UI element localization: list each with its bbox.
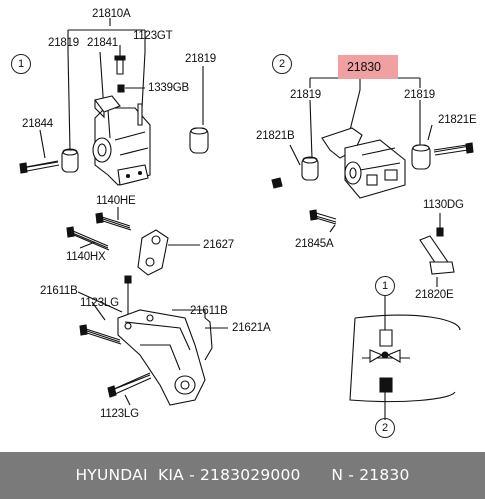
footer-part-number: 2183029000: [200, 466, 301, 484]
label-21844: 21844: [22, 118, 53, 130]
label-21821B: 21821B: [256, 130, 295, 142]
footer-bar: HYUNDAI KIA - 2183029000 N - 21830: [0, 452, 485, 499]
highlighted-part-box: [338, 55, 398, 79]
label-21830: 21830: [347, 60, 381, 74]
label-1140HE: 1140HE: [96, 195, 136, 207]
label-1123LG-bottom: 1123LG: [100, 408, 139, 420]
callout-1-inset: 1: [375, 276, 395, 296]
callout-1-top: 1: [11, 54, 31, 74]
label-21841: 21841: [87, 37, 118, 49]
label-21611B-right: 21611B: [190, 305, 228, 317]
label-21820E: 21820E: [415, 289, 454, 301]
label-21627: 21627: [203, 239, 234, 251]
label-21819-top-left: 21819: [48, 37, 79, 49]
diagram-drawing: [19, 18, 474, 420]
footer-brand: HYUNDAI KIA: [75, 466, 184, 484]
label-21810A: 21810A: [92, 8, 131, 20]
parts-diagram: 1 2 1 2 21810A 21819 21841 1123GT 21819 …: [11, 8, 477, 438]
callout-2-inset: 2: [375, 418, 395, 438]
label-1140HX: 1140HX: [66, 251, 106, 263]
callout-2-top: 2: [272, 54, 292, 74]
label-1339GB: 1339GB: [148, 82, 189, 94]
label-21845A: 21845A: [295, 238, 334, 250]
footer-ref: N - 21830: [331, 466, 410, 484]
label-21611B-left: 21611B: [40, 285, 78, 297]
label-21621A: 21621A: [232, 322, 271, 334]
label-21821E: 21821E: [438, 114, 477, 126]
label-21819-top-right: 21819: [185, 53, 216, 65]
label-1123LG-top: 1123LG: [80, 297, 119, 309]
label-1130DG: 1130DG: [423, 199, 464, 211]
label-21819-mid-left: 21819: [290, 89, 321, 101]
label-1123GT: 1123GT: [133, 30, 173, 42]
label-21819-mid-right: 21819: [404, 89, 435, 101]
